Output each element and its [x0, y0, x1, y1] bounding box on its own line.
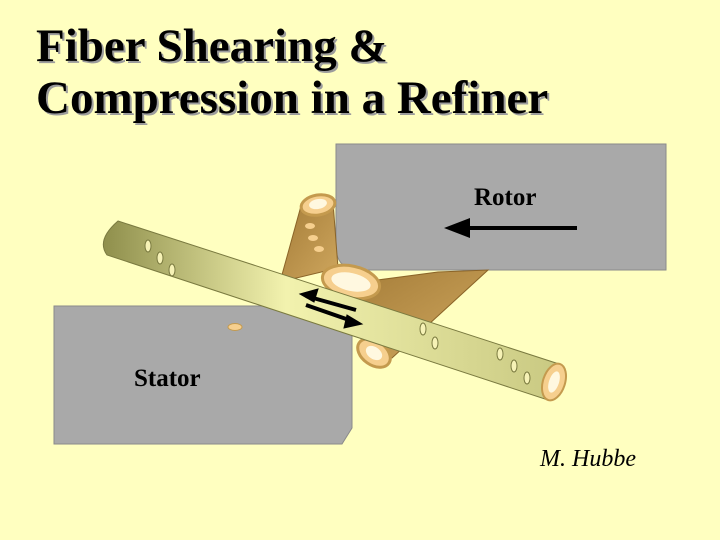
foreground-fiber [102, 220, 560, 401]
fiber-lumen [331, 272, 371, 292]
rotor-direction-arrow [444, 218, 577, 238]
title-line-1: Fiber Shearing & [36, 20, 388, 72]
stator-label: Stator [134, 365, 201, 392]
stator-pit [227, 323, 243, 331]
pit [314, 246, 324, 252]
pit [308, 235, 318, 241]
fiber-pits [144, 239, 531, 385]
title-line-2: Compression in a Refiner [36, 72, 549, 124]
stator-plate [53, 305, 353, 445]
slide-title: Fiber Shearing & Compression in a Refine… [36, 20, 548, 124]
pit [305, 223, 315, 229]
shear-arrows [298, 288, 364, 329]
fiber-lumen [548, 371, 560, 393]
fiber-lumen [365, 345, 383, 361]
author-credit: M. Hubbe [540, 446, 636, 472]
vertical-fiber-lumen [309, 198, 327, 210]
rotor-label: Rotor [474, 184, 537, 211]
